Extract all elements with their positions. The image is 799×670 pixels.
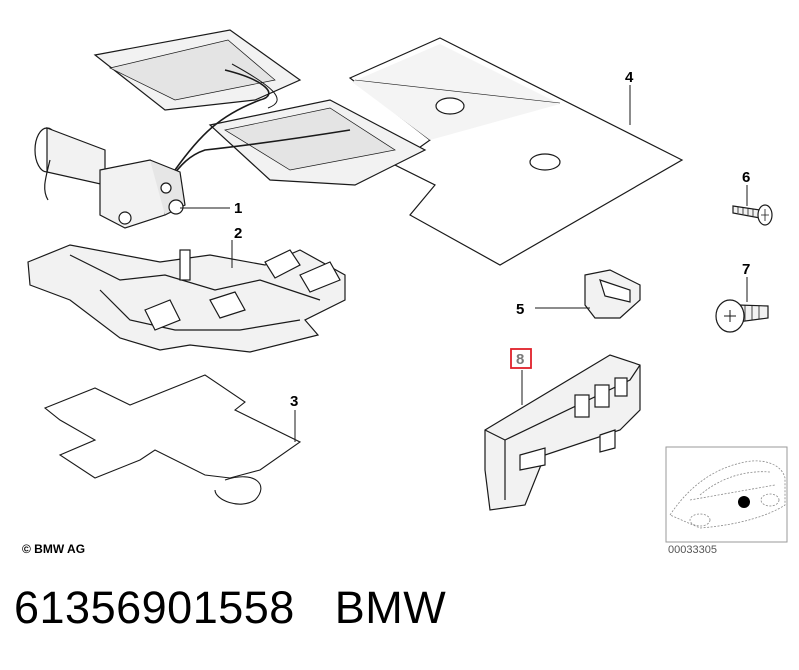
- callout-7: 7: [742, 261, 750, 278]
- part-3-foil: [43, 374, 302, 505]
- brand-name: BMW: [334, 582, 447, 633]
- location-marker: [738, 496, 750, 508]
- part-2-cable-holder: [27, 244, 346, 353]
- callout-8: 8: [516, 351, 524, 368]
- callout-2: 2: [234, 225, 242, 242]
- vehicle-location-thumbnail: [665, 446, 788, 543]
- part-1-heating-element-with-connector: [34, 29, 427, 229]
- callout-5: 5: [516, 301, 524, 318]
- part-7-bolt: [715, 299, 769, 333]
- callout-4: 4: [625, 69, 634, 86]
- callout-1: 1: [234, 200, 242, 217]
- part-caption: 61356901558 BMW: [14, 582, 446, 634]
- part-6-screw: [732, 204, 773, 226]
- part-8-control-unit: [484, 354, 641, 511]
- copyright-notice: © BMW AG: [22, 542, 85, 556]
- callout-6: 6: [742, 169, 750, 186]
- callout-3: 3: [290, 393, 298, 410]
- part-number: 61356901558: [14, 582, 295, 633]
- callout-8-highlight-box: [510, 348, 532, 369]
- part-4-insulating-mat: [348, 37, 684, 266]
- part-5-clip: [584, 269, 641, 319]
- leader-lines: [180, 85, 748, 442]
- reference-number: 00033305: [668, 544, 717, 556]
- car-outline-icon: [669, 460, 786, 529]
